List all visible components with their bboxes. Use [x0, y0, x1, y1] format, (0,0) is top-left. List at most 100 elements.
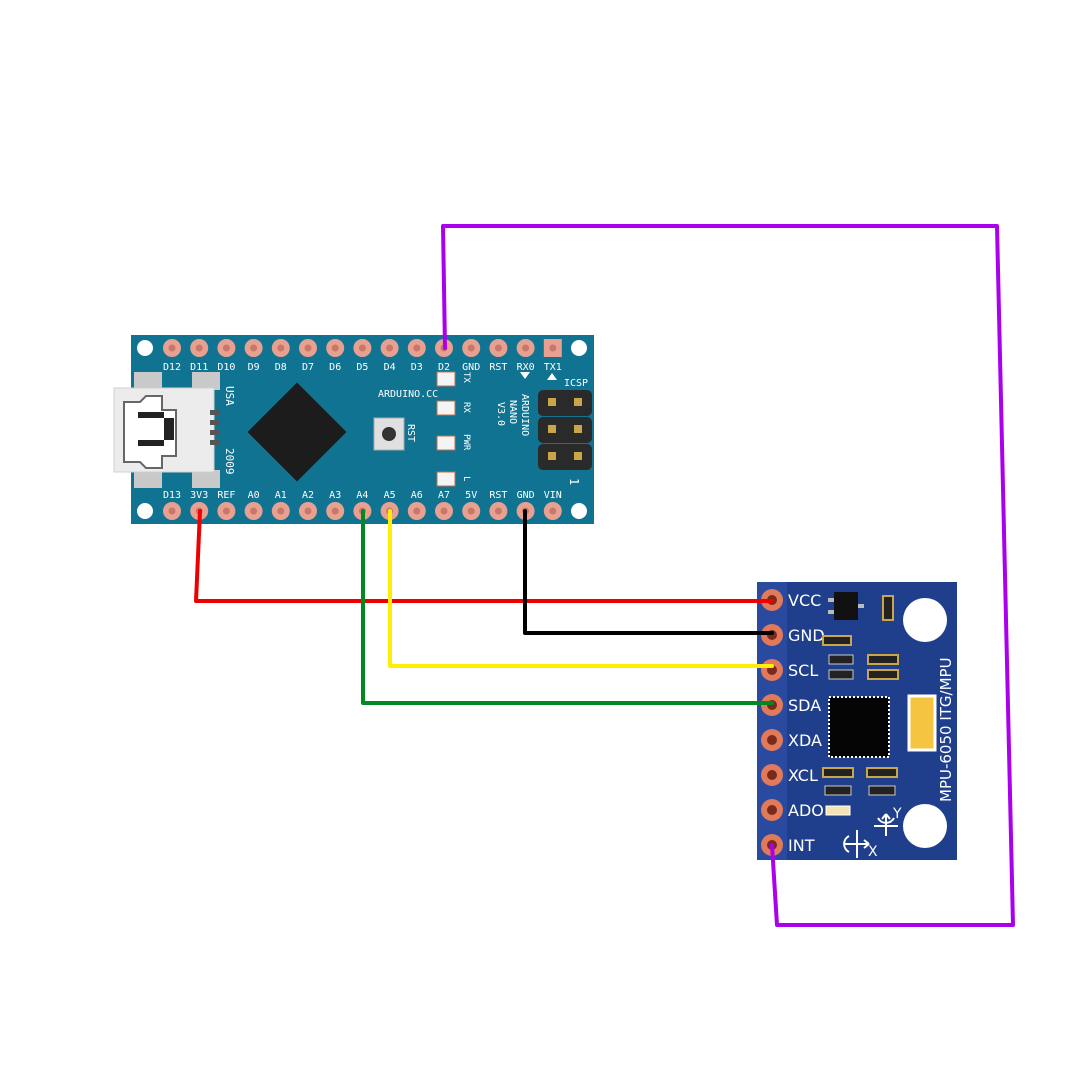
pin-hole [413, 344, 421, 352]
icsp-label: ICSP [564, 378, 588, 389]
pin-label: A7 [438, 490, 450, 501]
pin-label: D8 [275, 362, 287, 373]
led-label-pwr: PWR [461, 434, 471, 451]
mount-hole [137, 503, 153, 519]
pin-label: RST [489, 362, 507, 373]
smd-resistor [828, 669, 854, 680]
axis-x-label: X [868, 844, 878, 860]
rx-arrow-icon [520, 372, 530, 379]
mpu-pin-label: INT [788, 836, 815, 855]
usb-pin [210, 430, 220, 435]
pin-label: D13 [163, 490, 181, 501]
pin-hole [250, 507, 258, 515]
usb-pin [210, 420, 220, 425]
pin-hole [386, 344, 394, 352]
pin-label: D5 [356, 362, 368, 373]
pin-hole [168, 507, 176, 515]
crystal [907, 694, 937, 752]
status-leds: TX RX PWR L [436, 371, 471, 487]
pin-label: D4 [384, 362, 396, 373]
wire-a5-to-scl[interactable] [388, 509, 774, 668]
pin-label: D10 [217, 362, 235, 373]
icsp-block [538, 444, 592, 470]
wire-3v3-to-vcc[interactable] [194, 509, 774, 603]
icsp-pin1-label: 1 [567, 478, 581, 485]
mount-hole [571, 340, 587, 356]
icsp-pin [548, 425, 556, 433]
model-line-3: V3.0 [495, 402, 506, 426]
axis-y-icon [874, 813, 898, 836]
pin-label: A1 [275, 490, 287, 501]
model-line-1: ARDUINO [519, 394, 530, 436]
reset-button[interactable] [382, 427, 396, 441]
pin-hole [277, 507, 285, 515]
axis-x-icon [843, 830, 870, 858]
pin-hole [549, 344, 557, 352]
pin-label: D3 [411, 362, 423, 373]
usb-slot [138, 440, 164, 446]
pin-hole [331, 344, 339, 352]
wire-d2-to-int[interactable] [441, 224, 1015, 927]
led-l [436, 471, 456, 487]
pin-hole [767, 735, 777, 745]
led-pwr [436, 435, 456, 451]
pin-hole [304, 344, 312, 352]
mpu-mount-hole [903, 804, 947, 848]
pin-hole [413, 507, 421, 515]
smd-resistor [828, 654, 854, 665]
rst-label: RST [405, 424, 416, 442]
smd-resistor [822, 635, 852, 646]
led-rx [436, 400, 456, 416]
pin-label: REF [217, 490, 235, 501]
pin-label: GND [517, 490, 535, 501]
pin-hole [440, 507, 448, 515]
smd-resistor [867, 654, 899, 665]
led-label-tx: TX [461, 372, 471, 383]
pin-label: D6 [329, 362, 341, 373]
icsp-pin [574, 398, 582, 406]
icsp-pin [548, 452, 556, 460]
icsp-pin [574, 452, 582, 460]
usb-tab [134, 372, 162, 390]
pin-label: 3V3 [190, 490, 208, 501]
pin-label: TX1 [544, 362, 562, 373]
mpu-pin-label: VCC [788, 591, 821, 610]
pin-label: A2 [302, 490, 314, 501]
pin-label: A4 [356, 490, 368, 501]
mount-hole [137, 340, 153, 356]
wire-gnd-to-gnd[interactable] [523, 509, 774, 635]
pin-hole [522, 344, 530, 352]
usb-tab [134, 470, 162, 488]
usb-slot [138, 412, 164, 418]
pin-hole [250, 344, 258, 352]
pin-hole [331, 507, 339, 515]
pin-hole [277, 344, 285, 352]
usb-pin [210, 440, 220, 445]
pin-label: RST [489, 490, 507, 501]
pin-label: A6 [411, 490, 423, 501]
led-label-rx: RX [461, 402, 471, 413]
regulator-lead [828, 598, 834, 602]
pin-hole [767, 805, 777, 815]
pin-label: RX0 [517, 362, 535, 373]
pin-label: D12 [163, 362, 181, 373]
pin-label: GND [462, 362, 480, 373]
icsp-block [538, 417, 592, 443]
wires [194, 224, 1015, 927]
smd-resistor [824, 785, 852, 796]
pin-label: D9 [248, 362, 260, 373]
model-line-2: NANO [507, 400, 518, 424]
pin-hole [494, 507, 502, 515]
wire-a4-to-sda[interactable] [361, 509, 774, 705]
pin-hole [549, 507, 557, 515]
usb-connector [113, 372, 220, 488]
pin-hole [222, 507, 230, 515]
regulator-lead [858, 604, 864, 608]
mpu-mount-hole [903, 598, 947, 642]
mpu-pin-label: SCL [788, 661, 818, 680]
pin-label: A0 [248, 490, 260, 501]
smd-resistor [822, 767, 854, 778]
